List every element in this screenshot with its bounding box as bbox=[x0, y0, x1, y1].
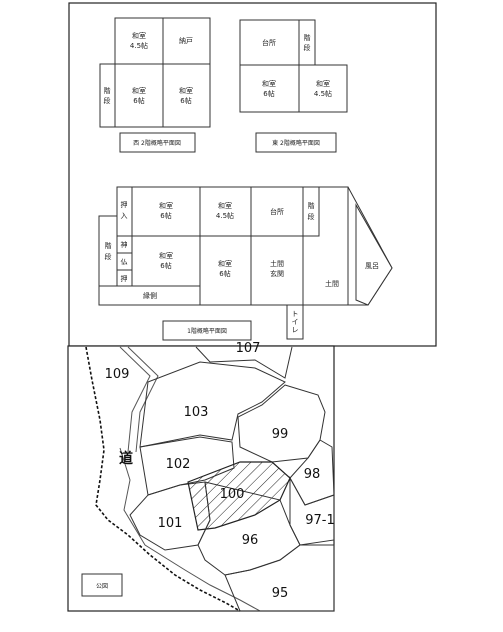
east-caption: 東 2階概略平面図 bbox=[272, 139, 320, 147]
room-washitsu-6-1a bbox=[131, 186, 201, 237]
parcel-label-97-1: 97-1 bbox=[305, 513, 335, 528]
legend-box bbox=[81, 573, 123, 597]
parcel-label-100: 100 bbox=[220, 487, 245, 502]
parcel-99 bbox=[237, 384, 326, 463]
east-2f-plan: 台所 階 段 和室 6帖 和室 4.5帖 東 2階概略平面図 bbox=[239, 19, 348, 153]
room-washitsu-6a-l1: 和室 bbox=[132, 86, 146, 95]
room-kaidan-1r-l1: 階 bbox=[308, 201, 315, 210]
room-kaidan-1l-l2: 段 bbox=[105, 252, 112, 261]
room-washitsu-45 bbox=[114, 17, 164, 65]
parcel-label-99: 99 bbox=[272, 427, 289, 442]
room-toilet-l3: レ bbox=[292, 326, 299, 334]
room-doma-2-l1: 土間 bbox=[325, 279, 339, 288]
parcel-103 bbox=[139, 361, 286, 448]
room-washitsu-45-e-l1: 和室 bbox=[316, 79, 330, 88]
room-furo-l1: 風呂 bbox=[365, 262, 379, 270]
room-washitsu-6-1c-l1: 和室 bbox=[218, 259, 232, 268]
parcel-100-hatched bbox=[187, 461, 291, 531]
room-oshi-l1: 押 bbox=[121, 274, 128, 283]
room-kami-l1: 神 bbox=[121, 240, 128, 249]
road-label: 道 bbox=[119, 450, 133, 467]
room-washitsu-6-1b bbox=[131, 235, 201, 287]
room-washitsu-45-l1: 和室 bbox=[132, 31, 146, 40]
room-daidokoro-1 bbox=[250, 186, 304, 237]
room-kaidan-e bbox=[298, 19, 316, 66]
parcel-label-98: 98 bbox=[304, 467, 321, 482]
parcel-95 bbox=[224, 544, 335, 612]
furo-outline bbox=[355, 203, 393, 306]
room-oshiire-l2: 入 bbox=[121, 212, 128, 220]
room-toilet bbox=[286, 304, 304, 340]
road-edge-3 bbox=[119, 447, 261, 612]
parcel-97 bbox=[289, 476, 335, 546]
parcel-label-96: 96 bbox=[242, 533, 259, 548]
road-edge-2 bbox=[127, 346, 159, 453]
room-washitsu-6-e-l2: 6帖 bbox=[263, 89, 274, 98]
parcel-label-103: 103 bbox=[184, 405, 209, 420]
room-washitsu-6b bbox=[162, 63, 211, 128]
room-washitsu-6a-l2: 6帖 bbox=[133, 96, 144, 105]
parcel-label-107: 107 bbox=[236, 341, 261, 356]
room-kaidan-l2: 段 bbox=[104, 96, 111, 105]
west-caption-box bbox=[119, 132, 196, 153]
room-engawa bbox=[98, 285, 201, 306]
room-washitsu-6-1b-l2: 6帖 bbox=[160, 261, 171, 270]
room-washitsu-6-1c-l2: 6帖 bbox=[219, 269, 230, 278]
room-washitsu-6-e-l1: 和室 bbox=[262, 79, 276, 88]
west-2f-plan: 和室 4.5帖 納戸 階 段 和室 6帖 和室 6帖 西 2階概略平面図 bbox=[99, 17, 211, 153]
parcel-label-102: 102 bbox=[166, 457, 191, 472]
room-washitsu-45-1-l2: 4.5帖 bbox=[216, 211, 234, 220]
room-washitsu-6-1b-l1: 和室 bbox=[159, 251, 173, 260]
room-kaidan-e-l2: 段 bbox=[304, 43, 311, 52]
room-toilet-l1: ト bbox=[292, 310, 299, 318]
room-washitsu-45-l2: 4.5帖 bbox=[130, 41, 148, 50]
west-caption: 西 2階概略平面図 bbox=[133, 139, 181, 147]
parcel-107 bbox=[195, 346, 293, 379]
room-washitsu-6-1a-l1: 和室 bbox=[159, 201, 173, 210]
room-butsu-l1: 仏 bbox=[121, 258, 128, 266]
room-kaidan-1l-l1: 階 bbox=[105, 241, 112, 250]
room-washitsu-45-1-l1: 和室 bbox=[218, 201, 232, 210]
room-daidokoro bbox=[239, 19, 300, 66]
room-kaidan-e-l1: 階 bbox=[304, 33, 311, 42]
first-floor-plan: 押 入 和室 6帖 和室 4.5帖 台所 階 段 階 段 神 仏 押 和室 6帖… bbox=[98, 186, 393, 341]
parcel-label-101: 101 bbox=[158, 516, 183, 531]
room-daidokoro-1-l1: 台所 bbox=[270, 207, 284, 216]
first-caption-box bbox=[162, 320, 252, 341]
room-kaidan-1r-l2: 段 bbox=[308, 212, 315, 221]
cadastral-map: 109 107 103 99 102 98 100 101 96 97-1 95… bbox=[67, 341, 335, 612]
room-kaidan-1r bbox=[302, 186, 320, 237]
room-washitsu-6b-l1: 和室 bbox=[179, 86, 193, 95]
room-kaidan-l1: 階 bbox=[104, 86, 111, 95]
room-washitsu-6-e bbox=[239, 64, 300, 113]
east-caption-box bbox=[255, 132, 337, 153]
room-washitsu-6-1a-l2: 6帖 bbox=[160, 211, 171, 220]
room-nando-l1: 納戸 bbox=[179, 36, 193, 45]
room-kaidan bbox=[99, 63, 116, 128]
room-engawa-l1: 縁側 bbox=[143, 291, 157, 300]
road-edge-1 bbox=[119, 346, 151, 453]
room-washitsu-45-e bbox=[298, 64, 348, 113]
room-doma-genkan-l1: 土間 bbox=[270, 259, 284, 268]
room-washitsu-6b-l2: 6帖 bbox=[180, 96, 191, 105]
room-kaidan-1l bbox=[98, 215, 118, 287]
room-oshiire-l1: 押 bbox=[121, 200, 128, 209]
room-doma-genkan bbox=[250, 235, 304, 306]
parcel-label-109: 109 bbox=[105, 367, 130, 382]
road-boundary bbox=[85, 346, 241, 612]
legend-label: 公図 bbox=[96, 583, 108, 590]
room-doma-genkan-l2: 玄関 bbox=[270, 269, 284, 278]
room-washitsu-6-1c bbox=[199, 235, 252, 306]
room-washitsu-6a bbox=[114, 63, 164, 128]
room-toilet-l2: イ bbox=[292, 318, 299, 326]
room-daidokoro-l1: 台所 bbox=[262, 38, 276, 47]
room-washitsu-45-e-l2: 4.5帖 bbox=[314, 89, 332, 98]
parcel-label-95: 95 bbox=[272, 586, 289, 601]
first-caption: 1階概略平面図 bbox=[187, 327, 227, 335]
